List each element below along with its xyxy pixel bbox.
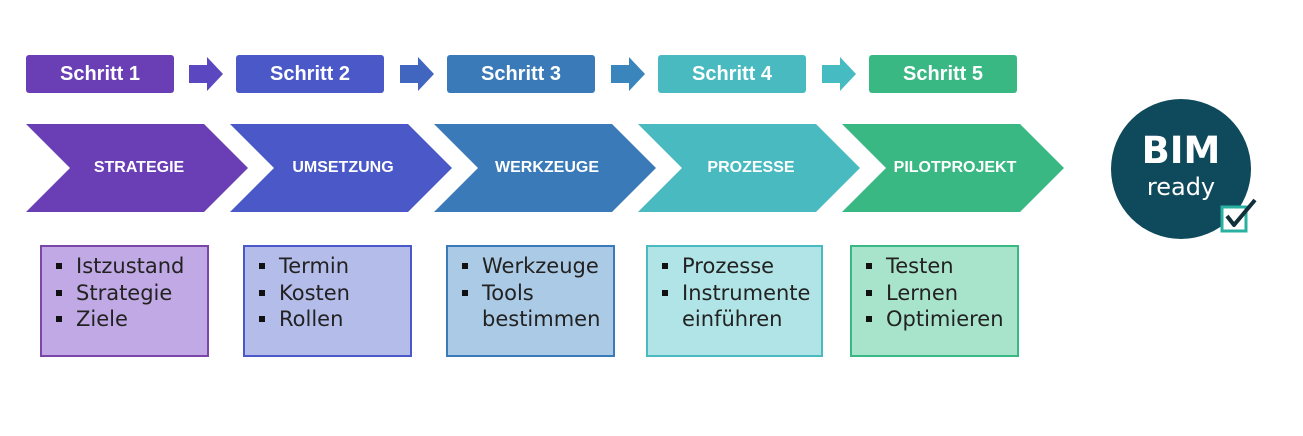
step-3-items-box: Werkzeuge Tools bestimmen [446, 245, 615, 357]
bullet-list: Prozesse Instrumente einführen [660, 253, 813, 333]
arrow-right-icon [611, 57, 645, 91]
bullet-item: Strategie [54, 280, 199, 307]
phase-label-prozesse: PROZESSE [707, 159, 795, 176]
step-5-label: Schritt 5 [869, 55, 1017, 93]
phase-label-werkzeuge: WERKZEUGE [495, 159, 599, 176]
phase-label-pilotprojekt: PILOTPROJEKT [893, 159, 1017, 176]
chevron-strategie [26, 124, 248, 212]
phase-label-umsetzung: UMSETZUNG [292, 159, 394, 176]
bullet-item: Rollen [257, 306, 402, 333]
bullet-item: Werkzeuge [460, 253, 605, 280]
bullet-item: Ziele [54, 306, 199, 333]
bullet-item: Istzustand [54, 253, 199, 280]
arrow-right-icon [822, 57, 856, 91]
bullet-list: Istzustand Strategie Ziele [54, 253, 199, 333]
arrow-right-icon [400, 57, 434, 91]
bullet-list: Testen Lernen Optimieren [864, 253, 1009, 333]
bullet-list: Termin Kosten Rollen [257, 253, 402, 333]
bullet-item: Instrumente [660, 280, 813, 307]
bullet-item-continuation: einführen [682, 307, 783, 331]
bullet-item: Termin [257, 253, 402, 280]
step-4-label: Schritt 4 [658, 55, 806, 93]
chevron-werkzeuge [434, 124, 656, 212]
phase-label-strategie: STRATEGIE [93, 159, 185, 176]
bullet-list: Werkzeuge Tools bestimmen [460, 253, 605, 333]
chevron-prozesse [638, 124, 860, 212]
step-1-label: Schritt 1 [26, 55, 174, 93]
bullet-item: Lernen [864, 280, 1009, 307]
arrow-right-icon [189, 57, 223, 91]
checkbox-check-icon [1220, 198, 1257, 233]
bullet-item: Kosten [257, 280, 402, 307]
step-2-items-box: Termin Kosten Rollen [243, 245, 412, 357]
bullet-item: Optimieren [864, 306, 1009, 333]
step-1-items-box: Istzustand Strategie Ziele [40, 245, 209, 357]
step-5-items-box: Testen Lernen Optimieren [850, 245, 1019, 357]
bullet-item-continuation: bestimmen [482, 307, 601, 331]
bullet-item: Prozesse [660, 253, 813, 280]
step-4-items-box: Prozesse Instrumente einführen [646, 245, 823, 357]
badge-sub-text: ready [1146, 173, 1216, 201]
chevron-umsetzung [230, 124, 452, 212]
badge-main-text: BIM [1141, 129, 1221, 172]
chevron-pilotprojekt [842, 124, 1064, 212]
step-2-label: Schritt 2 [236, 55, 384, 93]
bullet-item: Testen [864, 253, 1009, 280]
bullet-item: Tools [460, 280, 605, 307]
step-3-label: Schritt 3 [447, 55, 595, 93]
